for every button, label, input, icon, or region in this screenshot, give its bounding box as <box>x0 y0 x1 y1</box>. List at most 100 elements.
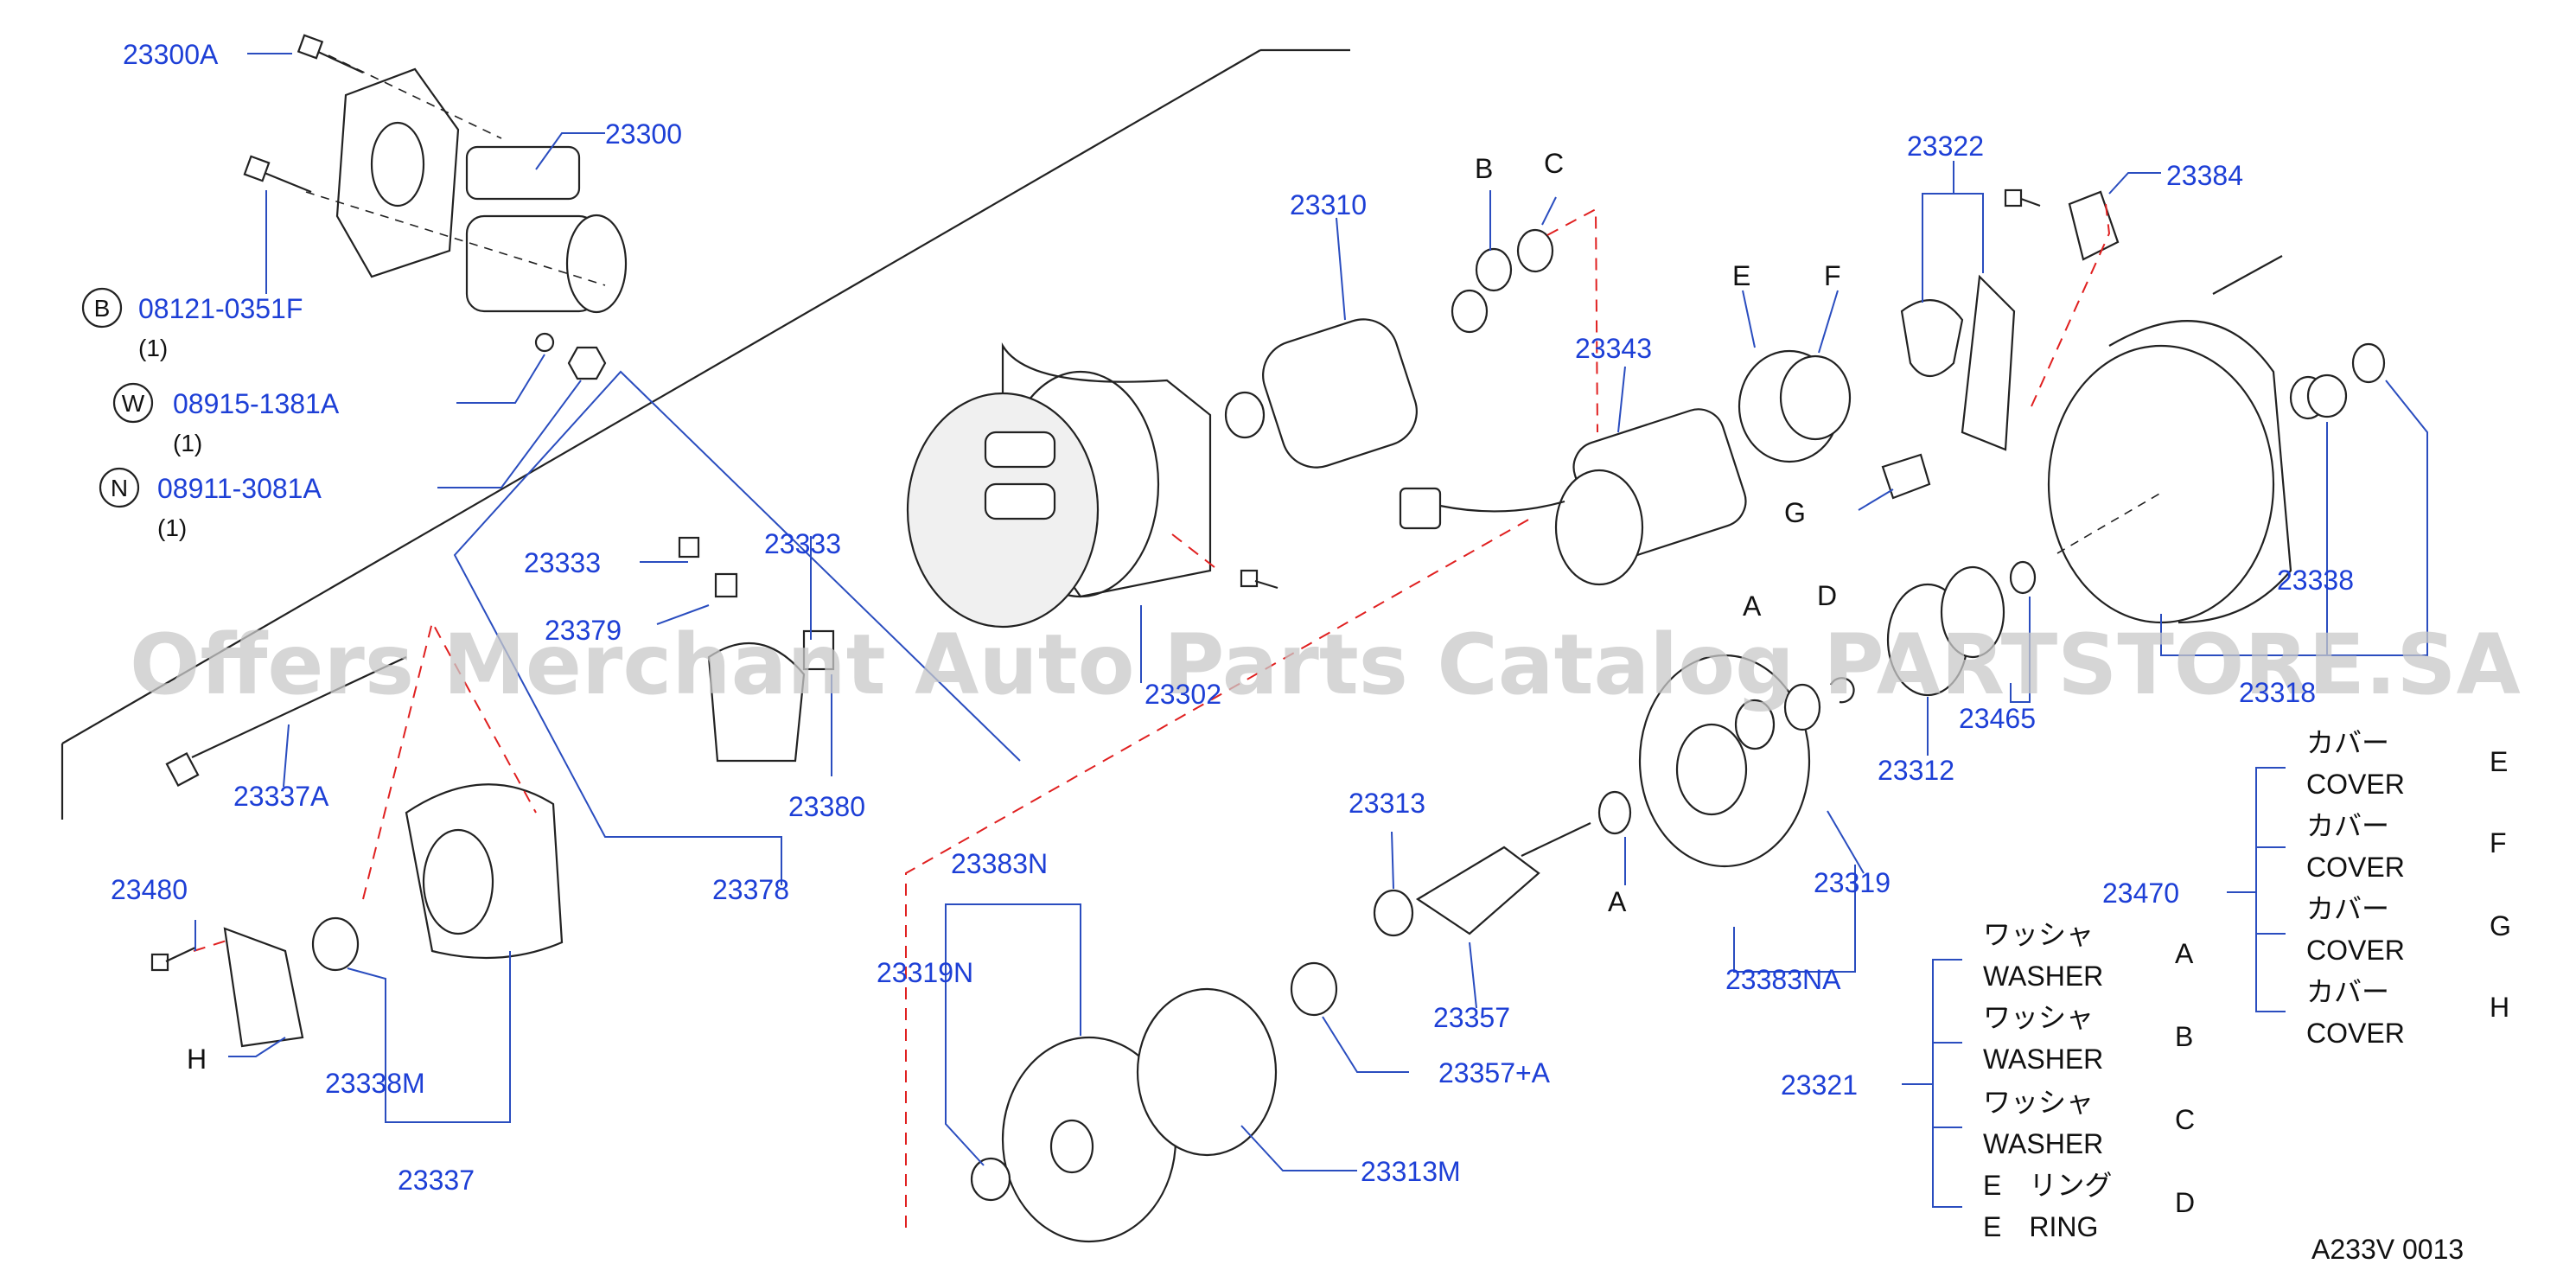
callout-23319[interactable]: 23319 <box>1814 867 1891 898</box>
bush-23357A-drawing <box>1290 961 1338 1017</box>
part-callouts: 23300A 23300 08121-0351F (1) 08915-1381A… <box>111 39 2354 1196</box>
callout-23337A[interactable]: 23337A <box>233 781 329 812</box>
callout-23337[interactable]: 23337 <box>398 1165 475 1196</box>
circled-codes: B W N <box>81 287 154 508</box>
legend-23321-en-1: WASHER <box>1983 1044 2103 1075</box>
plate-23480-drawing <box>223 927 304 1048</box>
letter-markers: B C E F G A D A H <box>187 148 1841 1075</box>
callout-23318[interactable]: 23318 <box>2239 677 2316 708</box>
callout-23319N[interactable]: 23319N <box>877 957 973 988</box>
e-ring-D-drawing <box>1830 677 1855 704</box>
legend-23321-code-0: A <box>2175 938 2194 969</box>
legend-23321-jp-0: ワッシャ <box>1983 919 2094 950</box>
circle-W-letter: W <box>122 390 145 417</box>
washer-B-drawing <box>1475 247 1513 292</box>
gear-23383N-drawing <box>1001 1036 1177 1243</box>
callout-08121-0351F[interactable]: 08121-0351F <box>138 293 303 324</box>
callout-23465[interactable]: 23465 <box>1959 703 2036 734</box>
callout-23357[interactable]: 23357 <box>1433 1002 1510 1033</box>
callout-23470[interactable]: 23470 <box>2102 878 2179 909</box>
legend-23470-jp-0: カバー <box>2306 727 2389 758</box>
legend-23321-jp-3: E リング <box>1983 1170 2112 1201</box>
legend-23321-en-0: WASHER <box>1983 961 2103 992</box>
circle-N-badge <box>99 467 140 508</box>
legend-23470-code-0: E <box>2490 746 2508 777</box>
screw-drawing <box>1240 569 1278 590</box>
through-bolt-drawing <box>2212 255 2283 295</box>
bushing-23338-drawing <box>2306 373 2348 418</box>
callout-23343[interactable]: 23343 <box>1575 333 1652 364</box>
bush-23319N-drawing <box>970 1157 1011 1202</box>
armature-23310-drawing <box>1224 289 1489 469</box>
part-drawings <box>150 34 2386 1243</box>
yoke-23302-drawing <box>906 342 1212 629</box>
callout-23312[interactable]: 23312 <box>1878 755 1954 786</box>
lever-23322-drawing <box>1900 274 2016 451</box>
marker-A-lower: A <box>1608 886 1627 917</box>
callout-23313M[interactable]: 23313M <box>1361 1156 1461 1187</box>
washer-23465-drawing <box>2009 560 2037 595</box>
legend-23470-en-2: COVER <box>2306 935 2405 966</box>
washer-23338-drawing <box>2351 342 2386 384</box>
callout-23338[interactable]: 23338 <box>2277 565 2354 596</box>
legend-23470: カバー COVER E カバー COVER F カバー COVER G カバー … <box>2306 727 2511 1049</box>
callout-23322[interactable]: 23322 <box>1907 131 1984 162</box>
callout-23300[interactable]: 23300 <box>605 118 682 150</box>
legend-23321-en-2: WASHER <box>1983 1128 2103 1159</box>
qty-08911: (1) <box>157 514 187 541</box>
callout-23310[interactable]: 23310 <box>1290 189 1367 220</box>
alignment-hint-lines <box>193 54 2162 1228</box>
circle-B-badge <box>81 287 123 329</box>
legend-23470-en-3: COVER <box>2306 1018 2405 1049</box>
bolt-23300A-drawing <box>296 34 364 73</box>
callout-08911-3081A[interactable]: 08911-3081A <box>157 473 322 504</box>
legend-23321-code-1: B <box>2175 1021 2193 1052</box>
washer-A-lower-drawing <box>1597 790 1632 835</box>
qty-08915: (1) <box>173 430 202 456</box>
watermark-text: Offers Merchant Auto Parts Catalog PARTS… <box>130 616 2521 713</box>
legend-23470-en-1: COVER <box>2306 852 2405 883</box>
marker-G: G <box>1784 497 1806 528</box>
circle-W-badge <box>112 382 154 424</box>
bolt-23337A-drawing <box>165 656 407 787</box>
callout-23378[interactable]: 23378 <box>712 874 789 905</box>
bolt-08121-drawing <box>243 155 312 194</box>
callout-23384[interactable]: 23384 <box>2166 160 2243 191</box>
legend-23470-code-1: F <box>2490 827 2507 859</box>
callout-08915-1381A[interactable]: 08915-1381A <box>173 388 340 419</box>
washer-C-drawing <box>1516 228 1554 273</box>
callout-23300A[interactable]: 23300A <box>123 39 219 70</box>
legend-23470-en-0: COVER <box>2306 769 2405 800</box>
callout-23333-left[interactable]: 23333 <box>524 547 601 578</box>
callout-23302[interactable]: 23302 <box>1145 679 1221 710</box>
marker-F: F <box>1824 260 1841 291</box>
callout-23480[interactable]: 23480 <box>111 874 188 905</box>
callout-23357-plus-A[interactable]: 23357+A <box>1438 1057 1551 1088</box>
bearing-23313M-drawing <box>1136 987 1278 1157</box>
shaft-23357-drawing <box>1415 822 1591 935</box>
marker-A-upper: A <box>1743 590 1762 622</box>
callout-23379[interactable]: 23379 <box>545 615 622 646</box>
bearing-23313-drawing <box>1373 889 1414 937</box>
frame-lines <box>61 48 1350 820</box>
legend-23321-code-3: D <box>2175 1187 2195 1218</box>
marker-E: E <box>1732 260 1750 291</box>
callout-23333-right[interactable]: 23333 <box>764 528 841 559</box>
callout-23338M[interactable]: 23338M <box>325 1068 425 1099</box>
washer-08915-drawing <box>534 332 555 353</box>
callout-23383NA[interactable]: 23383NA <box>1725 964 1841 995</box>
legend-23470-code-2: G <box>2490 910 2511 942</box>
legend-23321-jp-1: ワッシャ <box>1983 1002 2094 1033</box>
starter-assembly-drawing <box>335 67 628 314</box>
diagram-code: A233V 0013 <box>2311 1234 2464 1265</box>
callout-23313[interactable]: 23313 <box>1349 788 1425 819</box>
callout-23321[interactable]: 23321 <box>1781 1069 1858 1101</box>
legend-23321-en-3: E RING <box>1983 1211 2098 1242</box>
callout-23383N[interactable]: 23383N <box>951 848 1048 879</box>
legend-23470-jp-1: カバー <box>2306 810 2389 841</box>
marker-H: H <box>187 1044 207 1075</box>
leader-lines <box>194 53 2428 1208</box>
clutch-23312-drawing <box>1886 565 2005 697</box>
callout-23380[interactable]: 23380 <box>788 791 865 822</box>
